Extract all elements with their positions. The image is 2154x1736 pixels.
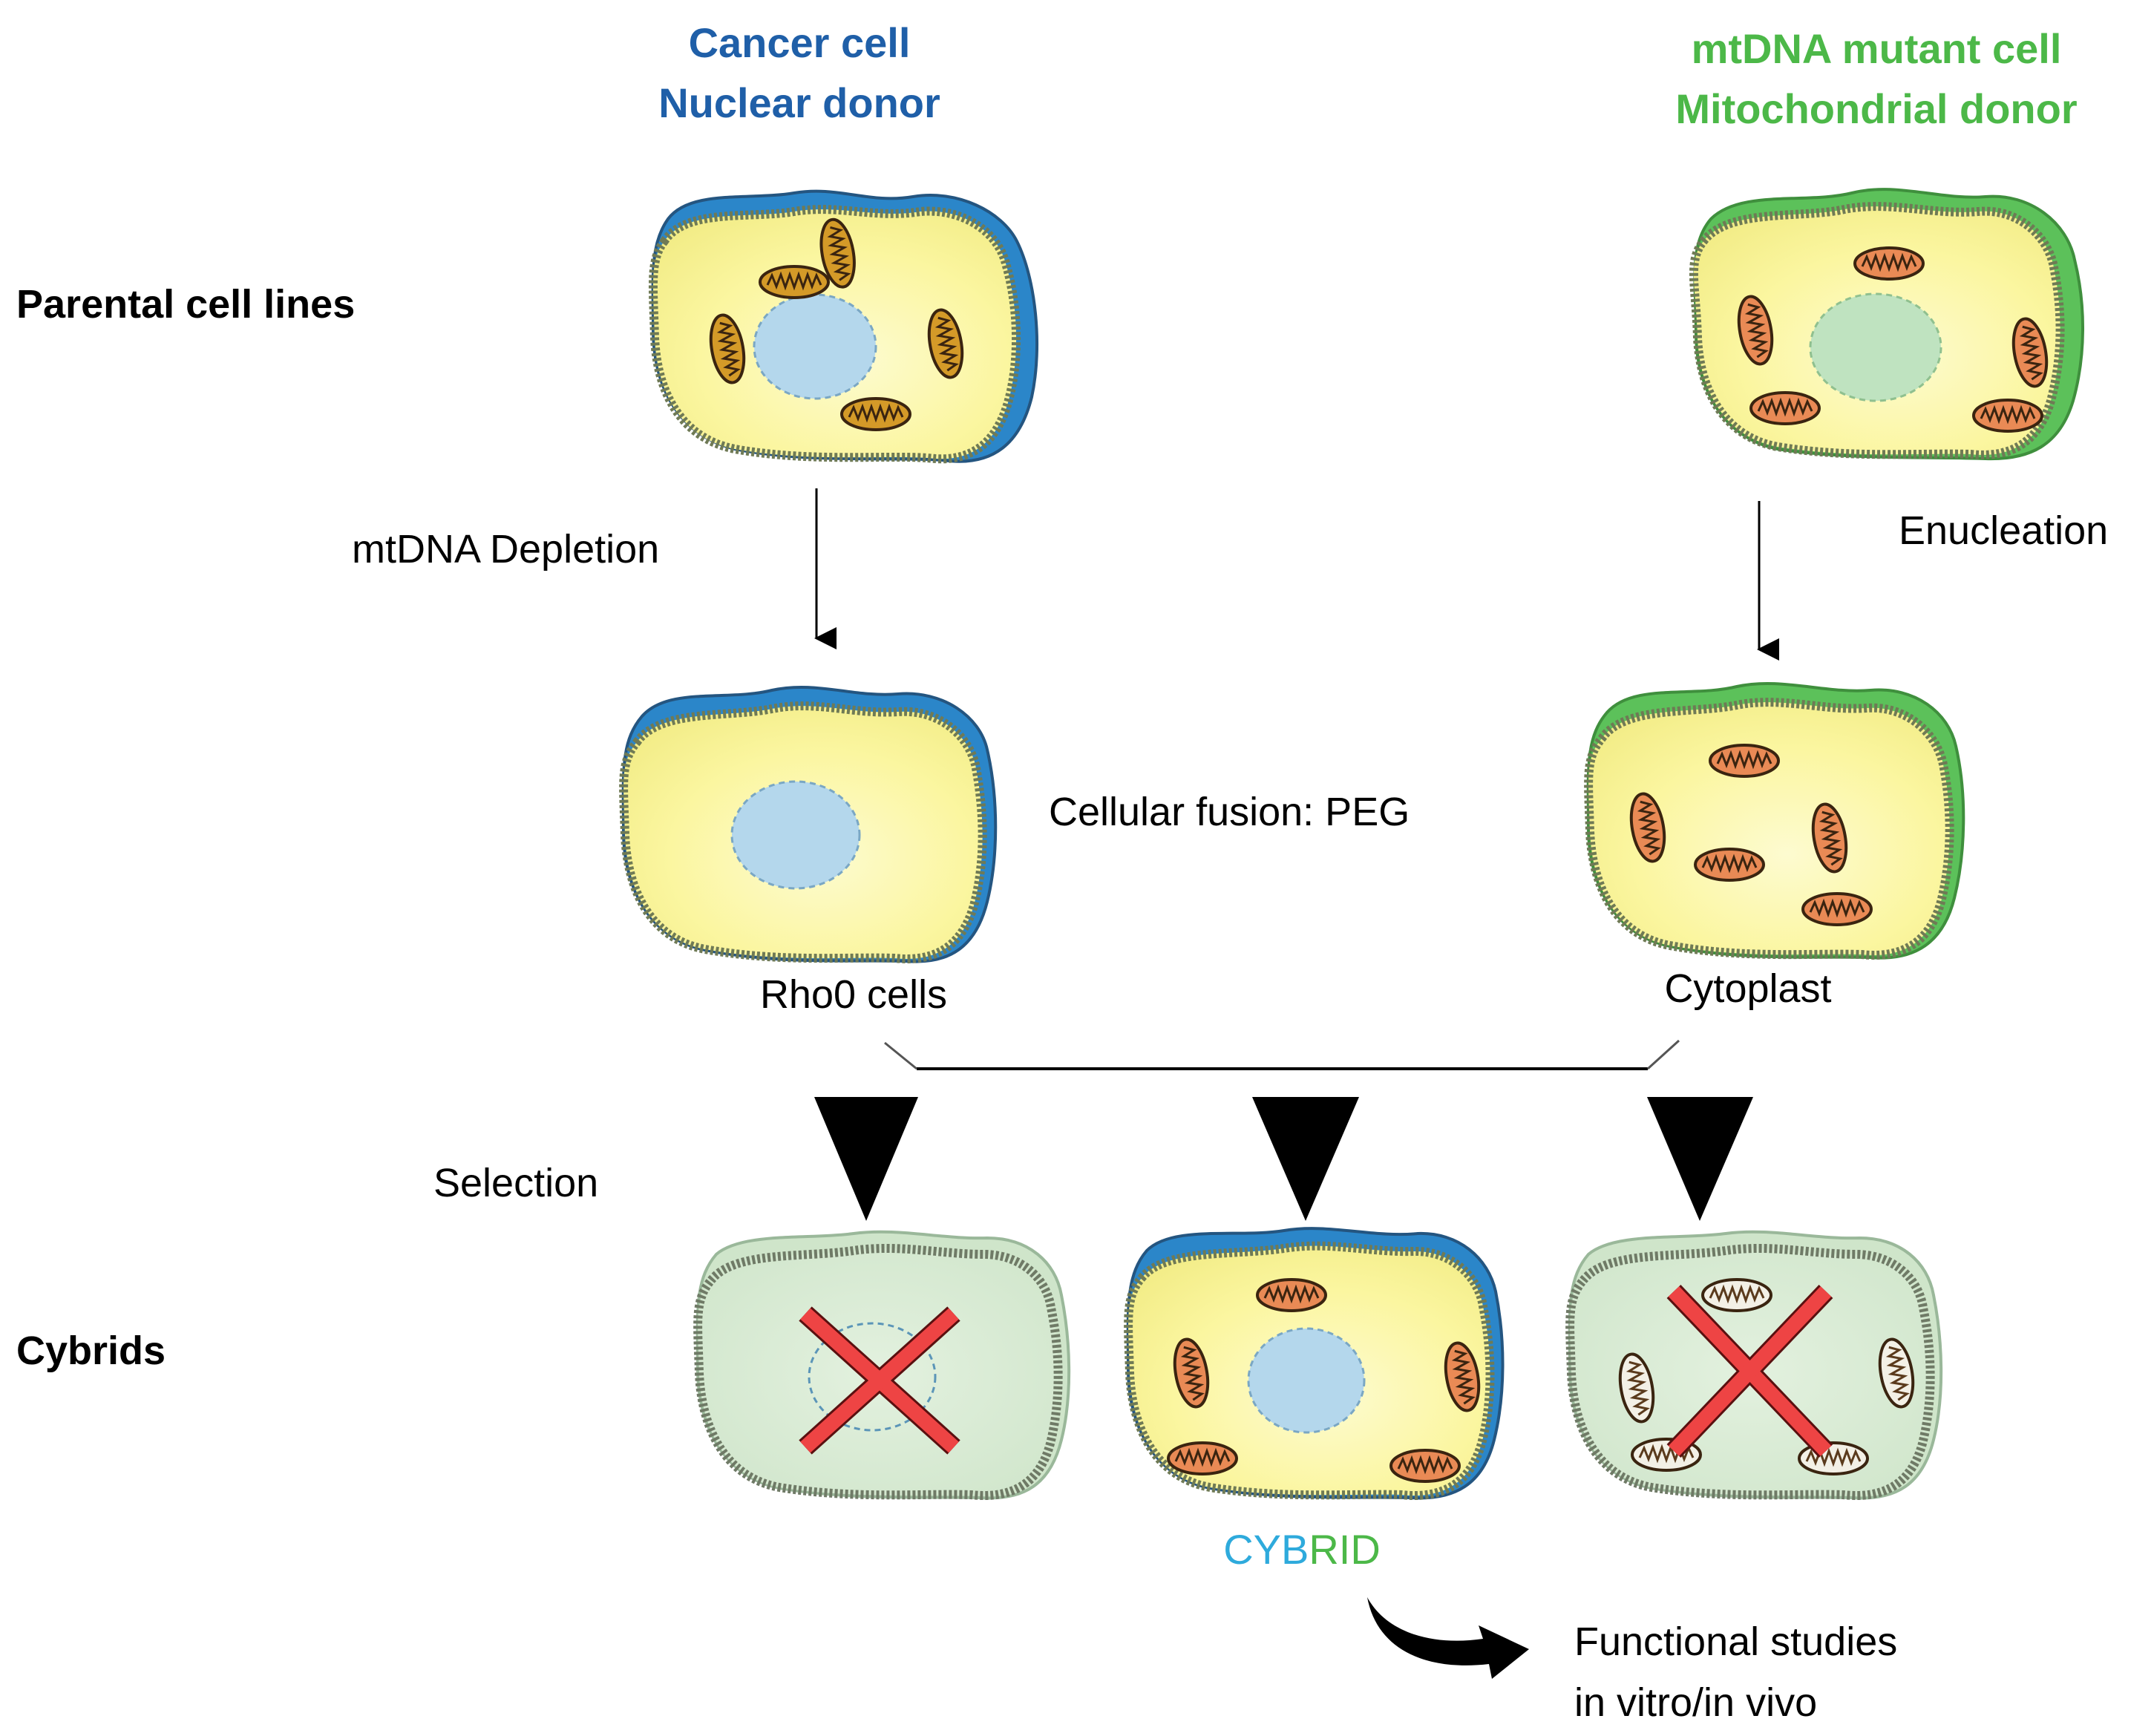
outcome-line2: in vitro/in vivo — [1574, 1680, 1817, 1725]
step-mtdna-depletion: mtDNA Depletion — [352, 527, 659, 571]
cross-icon — [799, 1306, 960, 1455]
mito-donor-title-line1: mtDNA mutant cell — [1692, 25, 2062, 72]
step-enucleation: Enucleation — [1899, 508, 2108, 553]
mitochondrion — [1701, 1278, 1772, 1312]
selection-arrow-right — [1647, 1097, 1753, 1221]
cell-body — [1584, 698, 1954, 960]
nucleus — [730, 780, 861, 890]
cancer-cell — [648, 189, 1039, 464]
nuclear-donor-title-line1: Cancer cell — [689, 19, 911, 66]
selection-arrow-left — [814, 1097, 918, 1221]
outcome-line1: Functional studies — [1574, 1619, 1897, 1664]
cytoplast-cell — [1584, 681, 1965, 960]
cybrid-cell — [1124, 1227, 1505, 1500]
mitochondrion — [1167, 1441, 1238, 1475]
label-rho0-cells: Rho0 cells — [760, 972, 947, 1017]
row-label-selection: Selection — [433, 1161, 598, 1205]
mtdna-mutant-cell — [1689, 188, 2084, 461]
label-cytoplast: Cytoplast — [1664, 966, 1831, 1011]
mito-donor-title-line2: Mitochondrial donor — [1675, 85, 2077, 132]
mitochondrion — [1694, 848, 1765, 882]
mitochondrion — [759, 265, 830, 299]
curved-arrow-icon — [1367, 1597, 1529, 1679]
nucleus — [753, 293, 877, 400]
row-label-cybrids: Cybrids — [16, 1329, 166, 1373]
row-label-parental: Parental cell lines — [16, 282, 355, 327]
mitochondrion — [1256, 1278, 1327, 1312]
ghost-nucleus — [808, 1322, 937, 1432]
mitochondrion — [1749, 391, 1821, 425]
failed-rho0-cell — [693, 1230, 1071, 1500]
mitochondrion — [840, 397, 911, 431]
mitochondrion — [1972, 399, 2043, 433]
fusion-bracket — [884, 1039, 1680, 1070]
cybrid-label-part2: RID — [1309, 1526, 1380, 1573]
cybrid-label-part1: CYB — [1223, 1526, 1309, 1573]
cybrid-label: CYBRID — [1223, 1526, 1381, 1573]
rho0-cell — [619, 685, 998, 963]
mitochondrion — [1801, 892, 1873, 926]
selection-arrow-center — [1252, 1097, 1359, 1221]
step-cellular-fusion: Cellular fusion: PEG — [1049, 790, 1410, 834]
mitochondrion — [1389, 1449, 1461, 1483]
nucleus — [1247, 1327, 1366, 1434]
nucleus — [1809, 292, 1942, 402]
mitochondrion — [1709, 744, 1780, 778]
nuclear-donor-title-line2: Nuclear donor — [658, 79, 940, 126]
cross-icon — [1666, 1285, 1833, 1458]
mitochondrion — [1853, 246, 1925, 281]
failed-cytoplast-cell — [1565, 1230, 1943, 1500]
